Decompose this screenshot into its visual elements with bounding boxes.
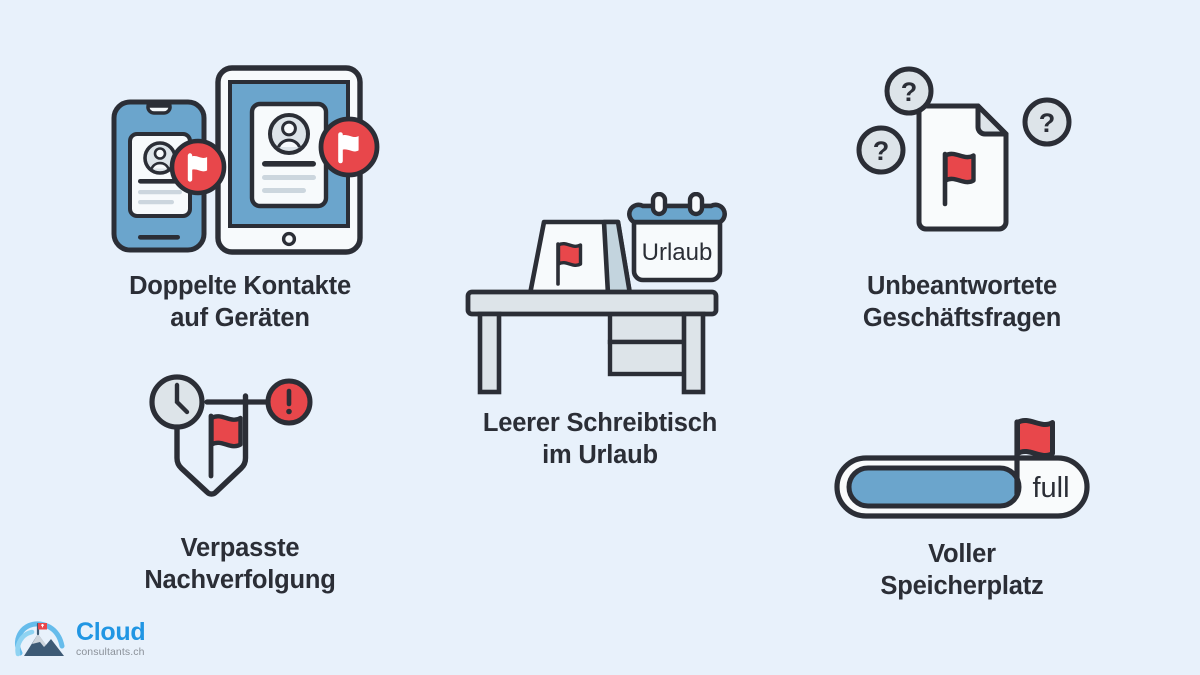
avatar-icon <box>268 113 310 155</box>
item-caption: Voller Speicherplatz <box>880 540 1044 601</box>
missed-followup-illustration <box>149 374 313 497</box>
alert-circle-icon <box>265 378 313 426</box>
question-circle-icon: ? <box>856 125 906 175</box>
red-flag-icon <box>208 413 243 479</box>
calendar-icon: Urlaub <box>627 192 727 283</box>
flag-badge-icon <box>169 138 227 196</box>
empty-desk-illustration: Urlaub <box>465 192 727 395</box>
red-flag-icon <box>1014 418 1055 497</box>
speech-bubble-icon <box>174 393 249 497</box>
clock-icon <box>149 374 205 430</box>
item-full-storage: full Voller Speicherplatz <box>826 410 1098 602</box>
brand-name: Cloud <box>76 618 146 647</box>
desk-board-icon <box>527 219 633 297</box>
question-mark: ? <box>901 77 918 107</box>
item-caption: Unbeantwortete Geschäftsfragen <box>862 272 1062 333</box>
desk-icon <box>465 289 719 395</box>
red-flag-icon <box>556 242 583 286</box>
storage-label: full <box>1032 472 1069 504</box>
item-duplicate-contacts: Doppelte Kontakte auf Geräten <box>78 62 402 334</box>
document-icon <box>916 103 1009 232</box>
item-empty-desk: Urlaub Leerer Schreibtisch im Urlaub <box>462 192 738 471</box>
cloud-mountain-logo-icon <box>15 621 65 657</box>
question-mark: ? <box>1039 108 1056 138</box>
contact-card-icon <box>249 101 329 209</box>
brand-text: Cloud consultants.ch <box>76 618 146 659</box>
item-missed-followup: Verpasste Nachverfolgung <box>120 372 360 596</box>
item-caption: Leerer Schreibtisch im Urlaub <box>482 409 718 470</box>
question-circle-icon: ? <box>1022 97 1072 147</box>
calendar-label: Urlaub <box>642 239 713 266</box>
full-storage-illustration: full <box>834 418 1090 519</box>
item-unanswered-questions: ? ? ? Unbeantwortete Geschäftsfragen <box>828 62 1096 334</box>
red-flag-icon <box>942 151 976 207</box>
storage-bar-icon: full <box>834 455 1090 519</box>
item-caption: Doppelte Kontakte auf Geräten <box>129 272 351 333</box>
flag-badge-icon <box>318 116 380 178</box>
brand-sub: consultants.ch <box>76 646 145 659</box>
item-caption: Verpasste Nachverfolgung <box>144 534 336 595</box>
unanswered-questions-illustration: ? ? ? <box>856 66 1072 232</box>
question-circle-icon: ? <box>884 66 934 116</box>
question-mark: ? <box>873 136 890 166</box>
duplicate-contacts-illustration <box>111 65 380 255</box>
brand-logo[interactable]: Cloud consultants.ch <box>14 618 146 660</box>
